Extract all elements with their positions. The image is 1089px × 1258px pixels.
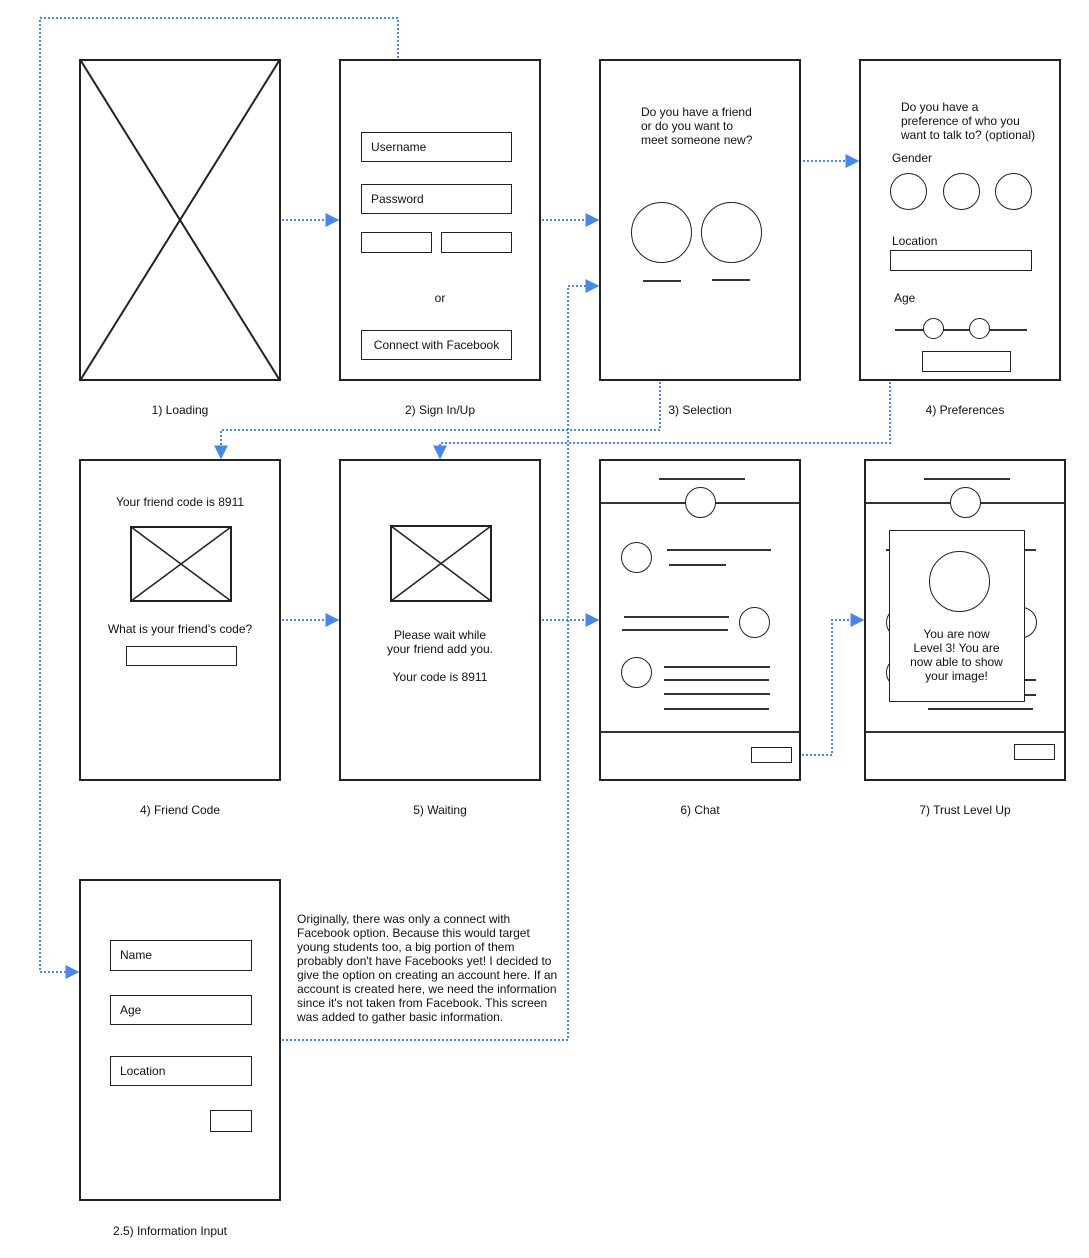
chat-send-button[interactable] — [1014, 744, 1055, 760]
username-input[interactable]: Username — [361, 132, 512, 162]
chat-partner-avatar[interactable] — [950, 487, 981, 518]
waiting-code-text: Your code is 8911 — [392, 670, 488, 684]
signup-button[interactable] — [441, 232, 512, 253]
outgoing-message-avatar — [739, 607, 770, 638]
waiting-message: Please wait while your friend add you. — [386, 628, 494, 656]
preferences-submit-button[interactable] — [922, 351, 1011, 372]
caption-friend-code: 4) Friend Code — [139, 803, 221, 817]
gender-option-3[interactable] — [995, 173, 1032, 210]
friend-option-button[interactable] — [631, 202, 692, 263]
age-slider-track[interactable] — [895, 329, 1027, 331]
level-up-message: You are now Level 3! You are now able to… — [910, 627, 1003, 683]
caption-selection: 3) Selection — [668, 403, 732, 417]
incoming-message-line — [664, 708, 769, 710]
chat-header-title — [659, 478, 745, 480]
caption-waiting: 5) Waiting — [413, 803, 467, 817]
image-placeholder-icon — [81, 61, 279, 379]
incoming-message-line — [669, 564, 726, 566]
friend-option-label — [643, 280, 681, 282]
friend-code-text: Your friend code is 8911 — [115, 495, 245, 509]
caption-trust-level: 7) Trust Level Up — [919, 803, 1011, 817]
chat-input-divider — [601, 731, 799, 733]
message-line — [928, 708, 1033, 710]
password-input[interactable]: Password — [361, 184, 512, 214]
chat-partner-avatar[interactable] — [685, 487, 716, 518]
signin-screen: Username Password or Connect with Facebo… — [339, 59, 541, 381]
chat-send-button[interactable] — [751, 747, 792, 763]
age-label: Age — [894, 291, 916, 305]
profile-image-placeholder — [929, 551, 990, 612]
caption-chat: 6) Chat — [680, 803, 720, 817]
selection-question: Do you have a friend or do you want to m… — [641, 105, 753, 147]
incoming-message-line — [664, 666, 770, 668]
location-input[interactable]: Location — [110, 1056, 252, 1086]
friend-code-screen: Your friend code is 8911 What is your fr… — [79, 459, 281, 781]
gender-label: Gender — [892, 151, 933, 165]
gender-option-1[interactable] — [890, 173, 927, 210]
gender-option-2[interactable] — [943, 173, 980, 210]
signin-button[interactable] — [361, 232, 432, 253]
information-input-screen: Name Age Location — [79, 879, 281, 1201]
age-slider-min-handle[interactable] — [923, 318, 944, 339]
new-person-option-label — [712, 279, 750, 281]
image-placeholder-icon — [390, 525, 492, 602]
caption-loading: 1) Loading — [151, 403, 209, 417]
waiting-screen: Please wait while your friend add you. Y… — [339, 459, 541, 781]
name-input[interactable]: Name — [110, 940, 252, 971]
friend-code-question: What is your friend's code? — [107, 622, 253, 636]
incoming-message-line — [667, 549, 771, 551]
info-submit-button[interactable] — [210, 1110, 252, 1132]
caption-signin: 2) Sign In/Up — [404, 403, 476, 417]
location-input[interactable] — [890, 250, 1032, 271]
trust-level-screen: You are now Level 3! You are now able to… — [864, 459, 1066, 781]
incoming-message-line — [664, 679, 769, 681]
location-label: Location — [892, 234, 938, 248]
incoming-message-avatar — [621, 542, 652, 573]
outgoing-message-line — [624, 616, 729, 618]
facebook-connect-button[interactable]: Connect with Facebook — [361, 330, 512, 360]
age-input[interactable]: Age — [110, 995, 252, 1025]
chat-screen — [599, 459, 801, 781]
preferences-screen: Do you have a preference of who you want… — [859, 59, 1061, 381]
connector-preferences-to-waiting — [433, 382, 891, 460]
outgoing-message-line — [622, 629, 728, 631]
or-label: or — [434, 291, 446, 305]
preferences-question: Do you have a preference of who you want… — [901, 100, 1036, 142]
friend-code-input[interactable] — [126, 646, 237, 666]
image-placeholder-icon — [130, 526, 232, 602]
age-slider-max-handle[interactable] — [969, 318, 990, 339]
selection-screen: Do you have a friend or do you want to m… — [599, 59, 801, 381]
caption-preferences: 4) Preferences — [925, 403, 1005, 417]
incoming-message-line — [664, 693, 770, 695]
chat-header-title — [924, 478, 1010, 480]
loading-screen — [79, 59, 281, 381]
chat-input-divider — [866, 731, 1064, 733]
connector-signin-to-infoinput — [39, 17, 399, 979]
incoming-message-avatar — [621, 657, 652, 688]
level-up-popup: You are now Level 3! You are now able to… — [889, 530, 1025, 702]
caption-information-input: 2.5) Information Input — [112, 1224, 228, 1238]
new-person-option-button[interactable] — [701, 202, 762, 263]
design-note: Originally, there was only a connect wit… — [297, 912, 558, 1024]
connector-chat-to-trust — [802, 613, 865, 756]
